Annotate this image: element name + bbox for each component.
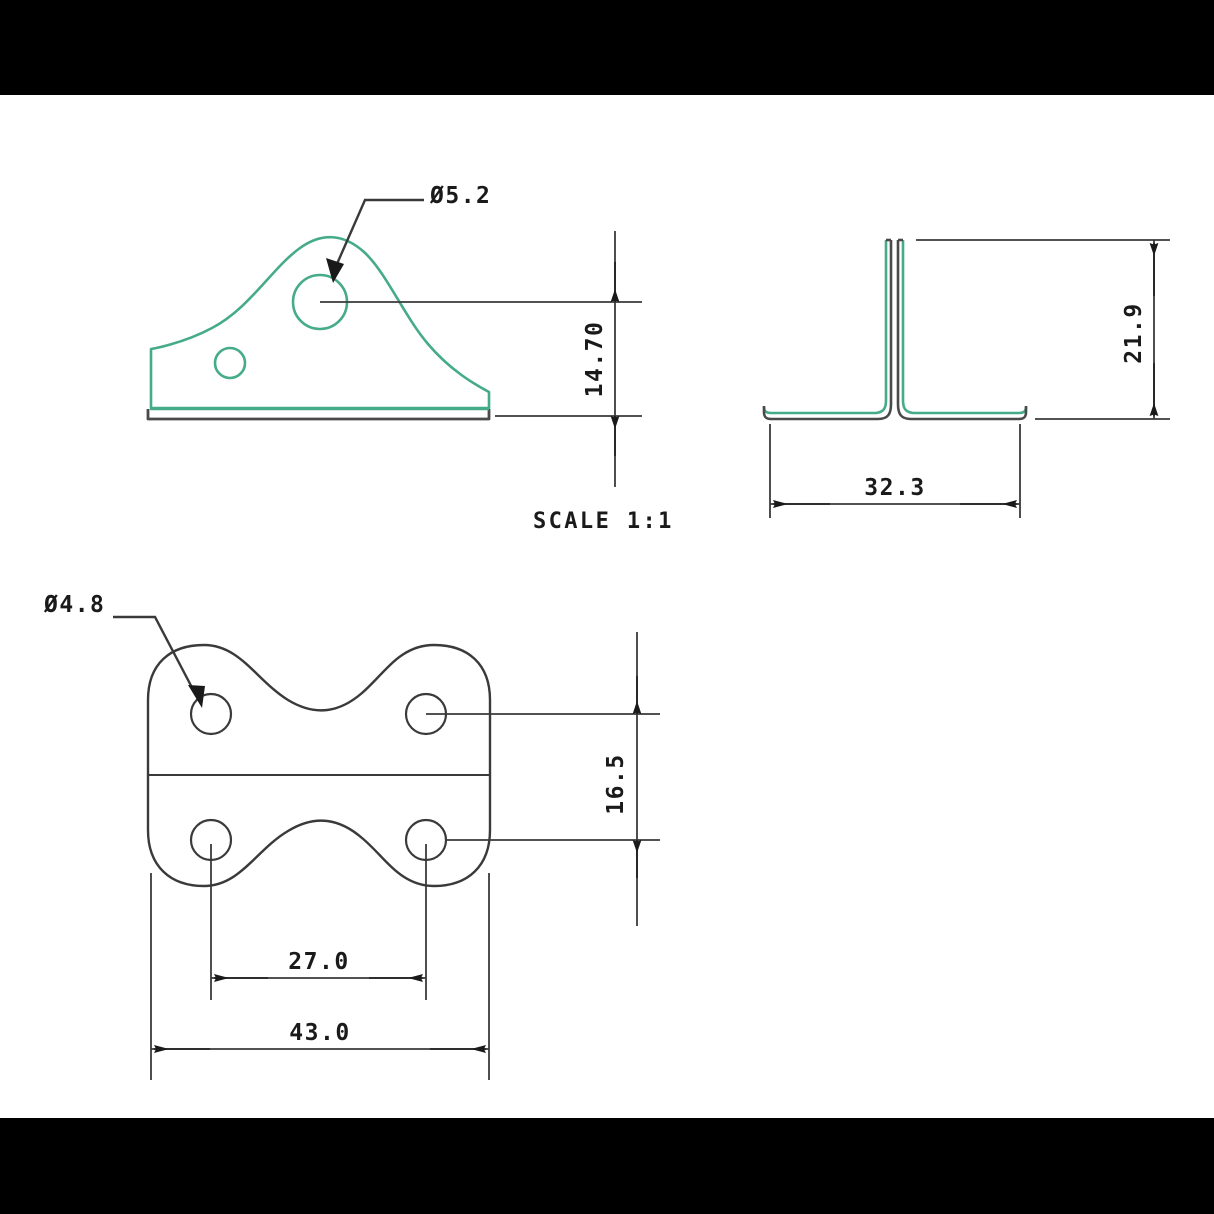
drawing-paper xyxy=(0,95,1214,1118)
letterbox-bar-top xyxy=(0,0,1214,95)
letterbox-bar-bottom xyxy=(0,1118,1214,1214)
